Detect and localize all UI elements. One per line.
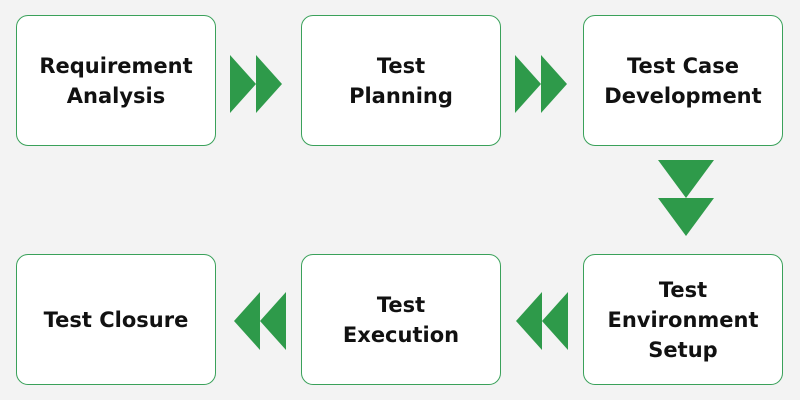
step-label: Test Closure [43, 307, 189, 332]
step-label: Test Execution [342, 292, 460, 347]
arrow-right-icon [515, 55, 567, 113]
step-test-environment-setup: Test Environment Setup [583, 254, 783, 385]
step-test-closure: Test Closure [16, 254, 216, 385]
step-requirement-analysis: Requirement Analysis [16, 15, 216, 146]
step-label: Test Case Development [604, 53, 762, 108]
step-label: Test Planning [349, 53, 453, 108]
step-label: Requirement Analysis [39, 53, 193, 108]
step-test-execution: Test Execution [301, 254, 501, 385]
step-test-planning: Test Planning [301, 15, 501, 146]
step-label: Test Environment Setup [607, 277, 759, 362]
step-test-case-development: Test Case Development [583, 15, 783, 146]
arrow-left-icon [234, 292, 286, 350]
arrow-left-icon [516, 292, 568, 350]
arrow-right-icon [230, 55, 282, 113]
arrow-down-icon [658, 160, 714, 236]
